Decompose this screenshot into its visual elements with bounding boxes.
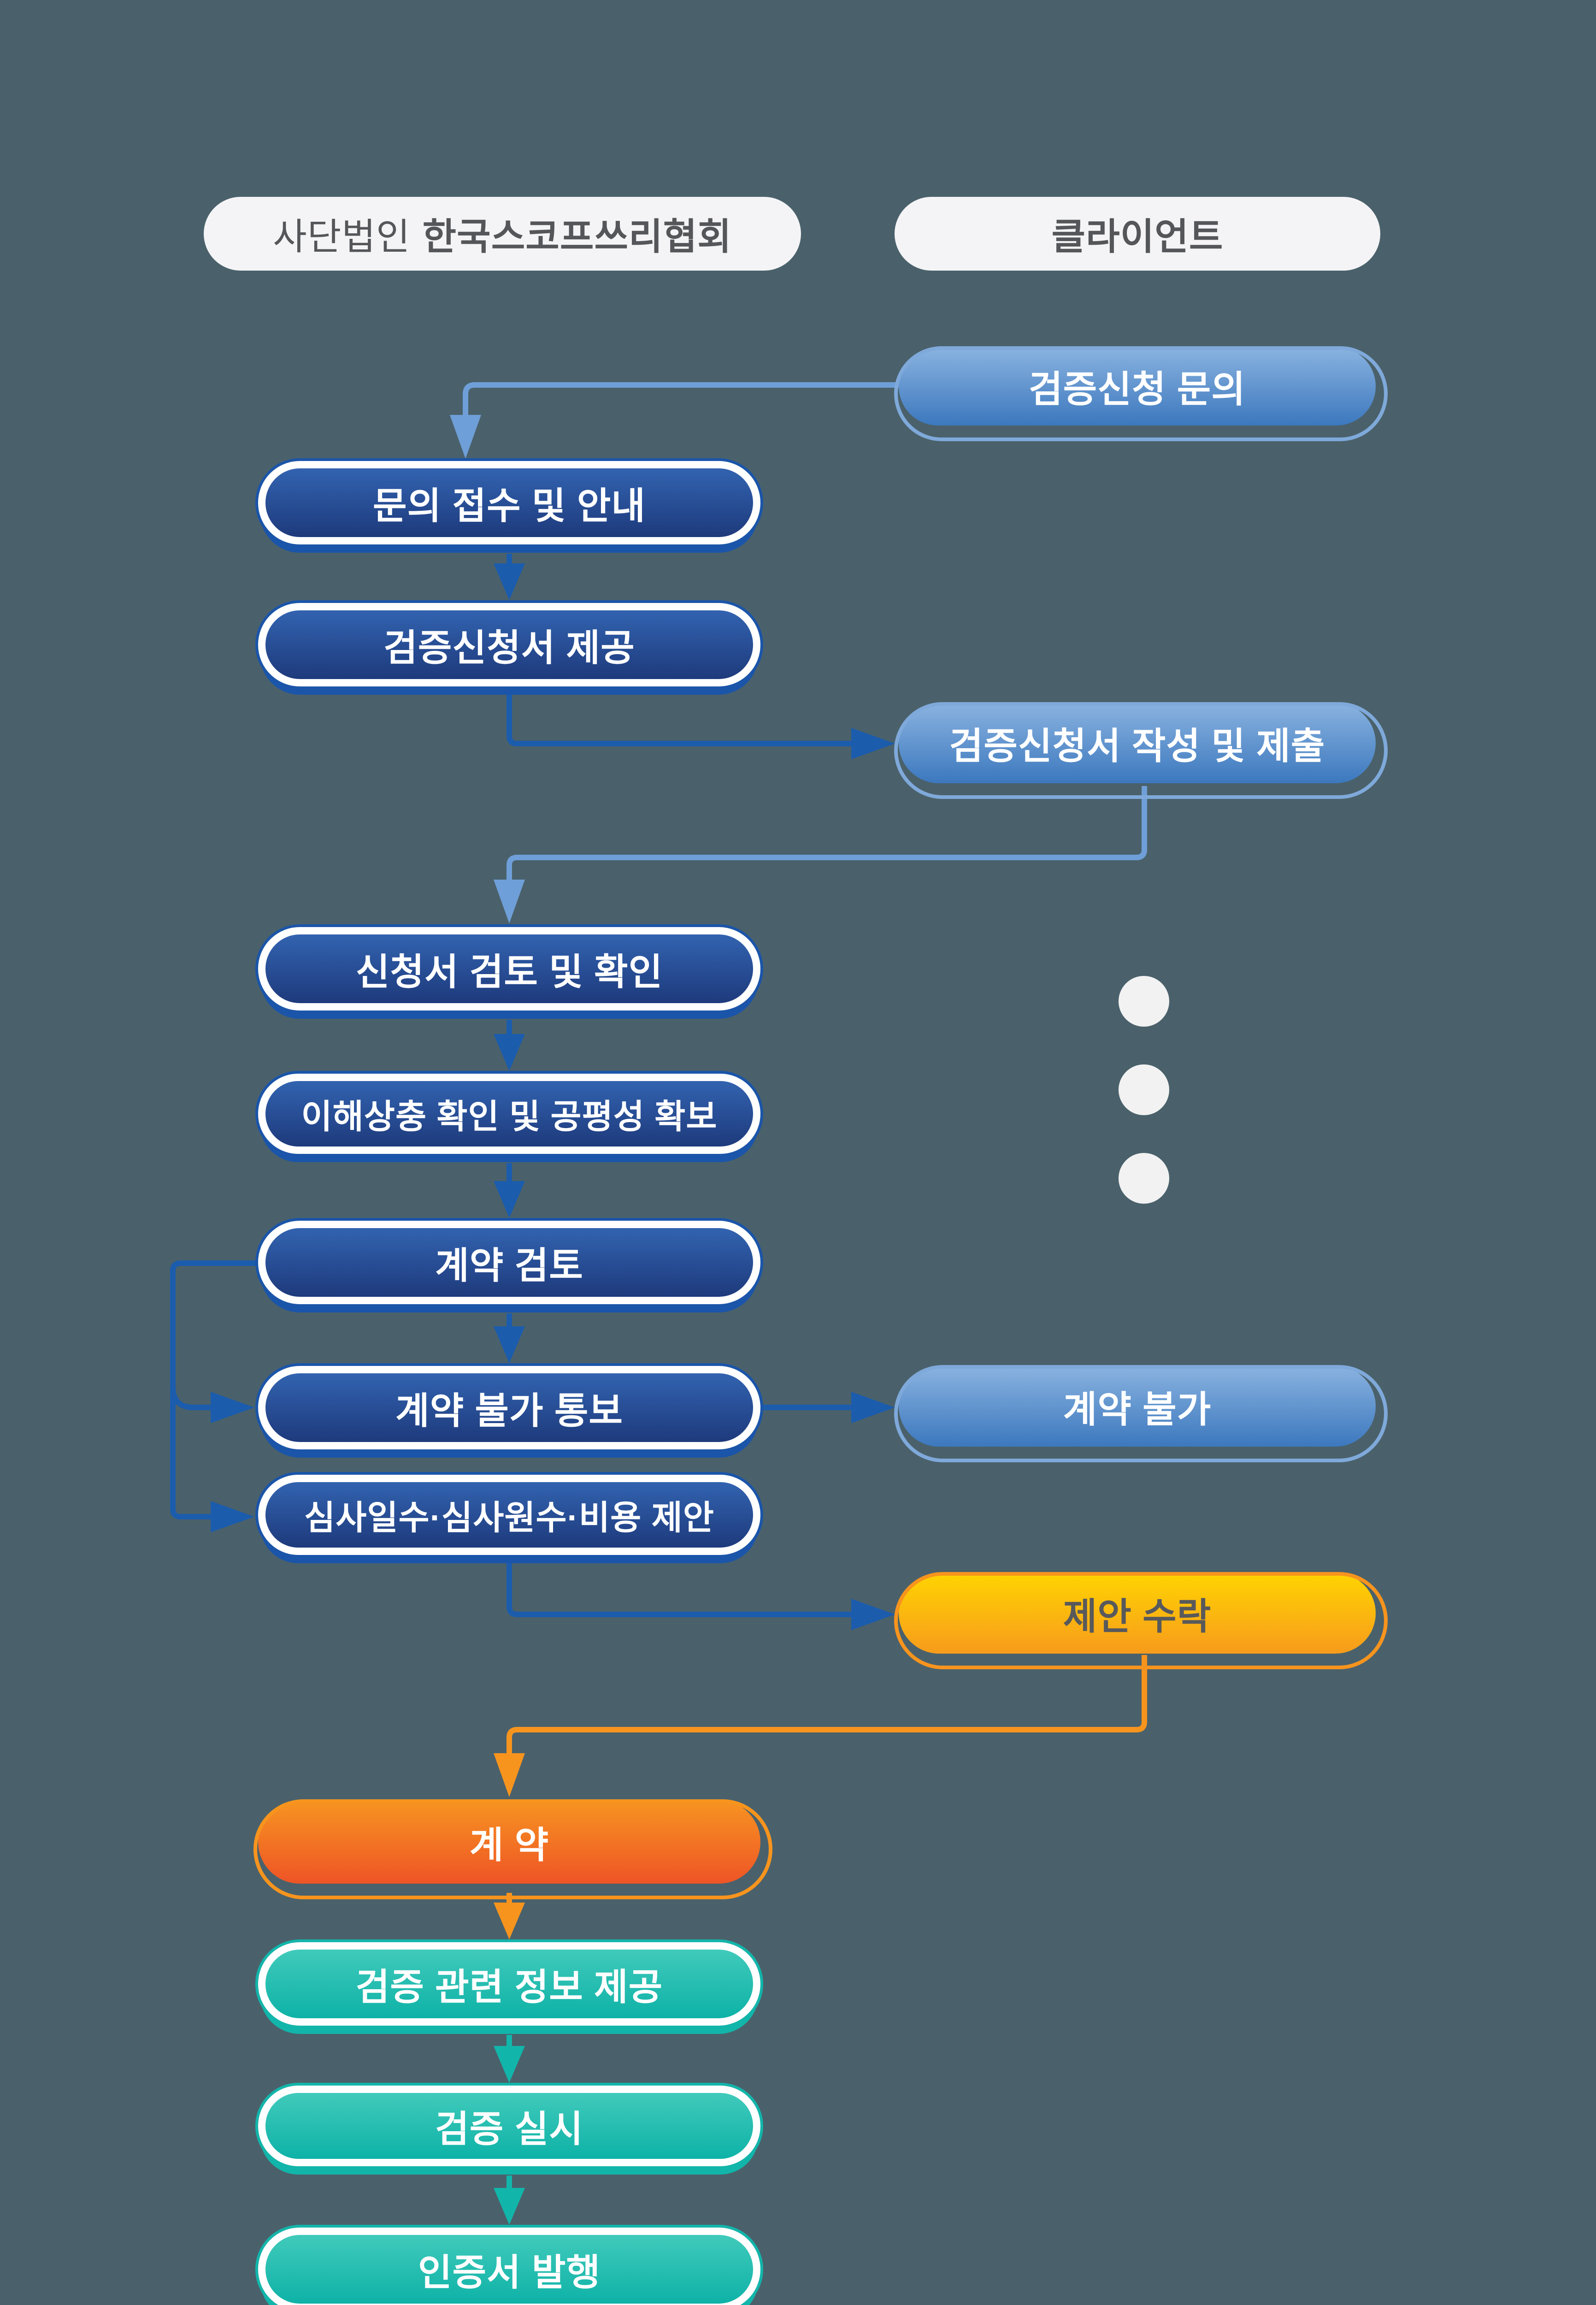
node-verification: 검증 실시 [258,2086,760,2166]
arrowhead-branch-to-proposal [211,1501,254,1532]
node-label: 검증신청서 작성 및 제출 [949,726,1325,767]
arrowhead-inquiry-to-receive [450,415,481,459]
node-label: 문의 접수 및 안내 [373,485,646,526]
connector-accept-to-contract [506,1655,1147,1755]
connector-fillsubmit-to-review [506,786,1147,881]
node-label: 검증신청서 제공 [383,627,635,668]
node-label: 제안 수락 [1063,1596,1212,1637]
node-label: 신청서 검토 및 확인 [355,951,663,993]
header-client-label: 클라이언트 [1051,216,1224,257]
header-association: 사단법인 한국스코프쓰리협회 [204,197,801,271]
ellipsis-dot [1119,1153,1169,1204]
node-certificate: 인증서 발행 [258,2228,760,2305]
header-association-prefix: 사단법인 [273,216,411,257]
node-label: 심사일수·심사원수·비용 제안 [304,1499,714,1537]
arrowhead-conflict-to-contractreview [494,1181,525,1218]
arrowhead-contract-to-info [494,1903,525,1939]
header-association-name: 한국스코프쓰리협회 [422,216,732,257]
node-conflict-check: 이해상충 확인 및 공평성 확보 [258,1074,760,1154]
header-client: 클라이언트 [895,197,1380,271]
node-label: 계약 불가 [1063,1389,1212,1430]
node-label: 계약 검토 [435,1245,583,1286]
node-contract-unavailable: 계약 불가 [899,1366,1376,1447]
connector-branch-to-proposal [170,1260,258,1519]
connector-inquiry-to-receive [463,382,899,415]
connector-provide-to-fillsubmit [506,686,853,746]
ellipsis-dot [1119,1064,1169,1115]
arrowhead-verification-to-certificate [494,2188,525,2225]
arrowhead-review-to-conflict [494,1034,525,1071]
node-info-provide: 검증 관련 정보 제공 [258,1942,760,2026]
node-receive-guide: 문의 접수 및 안내 [258,461,760,544]
arrowhead-provide-to-fillsubmit [851,728,895,759]
arrowhead-branch-to-reject [211,1392,254,1423]
node-label: 검증 실시 [435,2108,583,2150]
node-label: 계 약 [469,1824,549,1866]
node-provide-form: 검증신청서 제공 [258,603,760,686]
node-label: 검증신청 문의 [1029,369,1246,410]
arrowhead-info-to-verification [494,2046,525,2083]
ellipsis-dot [1119,976,1169,1027]
connector-branch-to-reject [170,1386,213,1410]
arrowhead-fillsubmit-to-review [494,880,525,923]
node-label: 인증서 발행 [418,2252,601,2293]
connector-proposal-to-accept [506,1555,853,1617]
node-contract: 계 약 [258,1800,760,1884]
node-label: 계약 불가 통보 [395,1390,624,1431]
node-contract-review: 계약 검토 [258,1221,760,1304]
node-proposal: 심사일수·심사원수·비용 제안 [258,1475,760,1555]
node-client-inquiry: 검증신청 문의 [899,347,1376,426]
node-label: 이해상충 확인 및 공평성 확보 [301,1098,718,1135]
arrowhead-proposal-to-accept [851,1599,895,1630]
node-reject-notice: 계약 불가 통보 [258,1366,760,1449]
node-proposal-accept: 제안 수락 [899,1573,1376,1654]
node-fill-submit: 검증신청서 작성 및 제출 [899,703,1376,783]
arrowhead-receive-to-provide [494,563,525,600]
node-label: 검증 관련 정보 제공 [355,1966,663,2008]
node-review-confirm: 신청서 검토 및 확인 [258,927,760,1011]
arrowhead-contractreview-to-reject [494,1326,525,1363]
arrowhead-reject-to-unavailable [851,1392,895,1423]
arrowhead-accept-to-contract [494,1753,525,1797]
